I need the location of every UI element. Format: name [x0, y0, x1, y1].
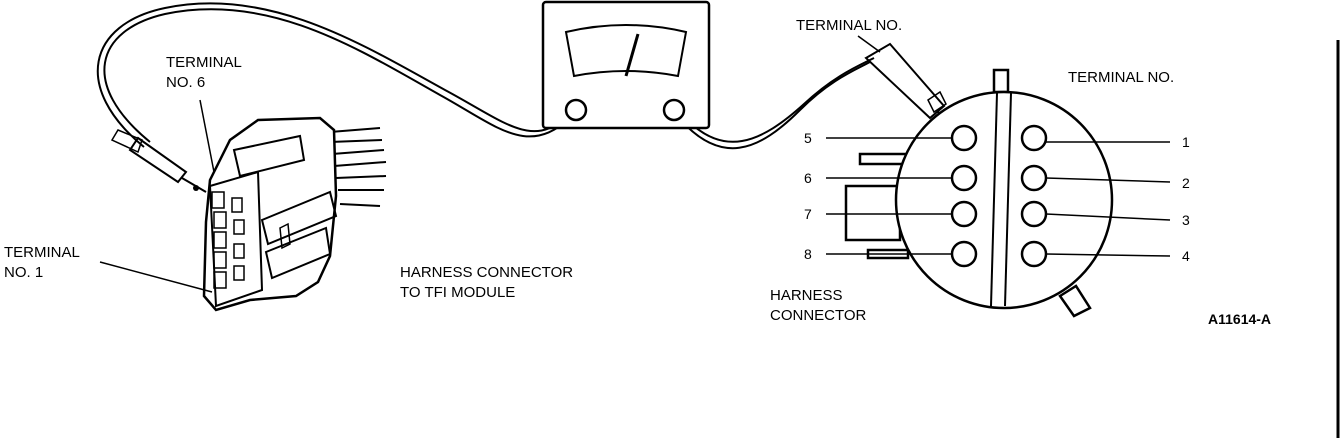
- pin-1: [1020, 124, 1048, 152]
- connector-tab-left-block: [844, 184, 902, 242]
- meter-scale: [564, 24, 688, 78]
- connector-tab-left-upper: [858, 152, 908, 166]
- label-terminal-no-6-line2: NO. 6: [166, 74, 205, 91]
- label-harness-connector-line2: CONNECTOR: [770, 307, 867, 324]
- figure-reference: A11614-A: [1208, 311, 1271, 327]
- label-tfi-connector-line2: TO TFI MODULE: [400, 284, 515, 301]
- label-tfi-connector-line1: HARNESS CONNECTOR: [400, 264, 573, 281]
- meter-needle: [624, 33, 640, 77]
- meter-terminal-left: [564, 98, 588, 122]
- label-terminal-no-1-line1: TERMINAL: [4, 244, 80, 261]
- pin-6: [950, 164, 978, 192]
- connector-divider: [990, 92, 998, 307]
- meter-terminal-right: [662, 98, 686, 122]
- pin-8: [950, 240, 978, 268]
- label-terminal-no-1-line2: NO. 1: [4, 264, 43, 281]
- pin-7: [950, 200, 978, 228]
- pin-label-7: 7: [804, 206, 812, 222]
- meter-lead-left: [96, 2, 577, 148]
- round-harness-connector: [844, 68, 1114, 318]
- label-right-terminal: TERMINAL NO.: [1068, 69, 1174, 86]
- pin-5: [950, 124, 978, 152]
- connector-pins: [950, 124, 1048, 268]
- leader-lines: [99, 35, 1171, 293]
- pin-label-6: 6: [804, 170, 812, 186]
- pin-label-2: 2: [1182, 175, 1190, 191]
- meter-lead-right: [673, 57, 875, 150]
- label-harness-connector-line1: HARNESS: [770, 287, 843, 304]
- connector-tab-bottom-right: [1058, 284, 1092, 318]
- pin-label-8: 8: [804, 246, 812, 262]
- pin-label-1: 1: [1182, 134, 1190, 150]
- label-terminal-no-6-line1: TERMINAL: [166, 54, 242, 71]
- pin-2: [1020, 164, 1048, 192]
- pin-4: [1020, 240, 1048, 268]
- multimeter: [541, 0, 711, 130]
- left-probe: [110, 129, 207, 193]
- pin-label-3: 3: [1182, 212, 1190, 228]
- tfi-harness-connector: [202, 116, 387, 312]
- pin-label-5: 5: [804, 130, 812, 146]
- connector-key-top: [992, 68, 1010, 94]
- connector-body: [894, 90, 1114, 310]
- tfi-harness-wires: [329, 127, 387, 207]
- pin-3: [1020, 200, 1048, 228]
- pin-label-4: 4: [1182, 248, 1190, 264]
- tfi-terminal-slots: [211, 191, 245, 289]
- label-probe-terminal: TERMINAL NO.: [796, 17, 902, 34]
